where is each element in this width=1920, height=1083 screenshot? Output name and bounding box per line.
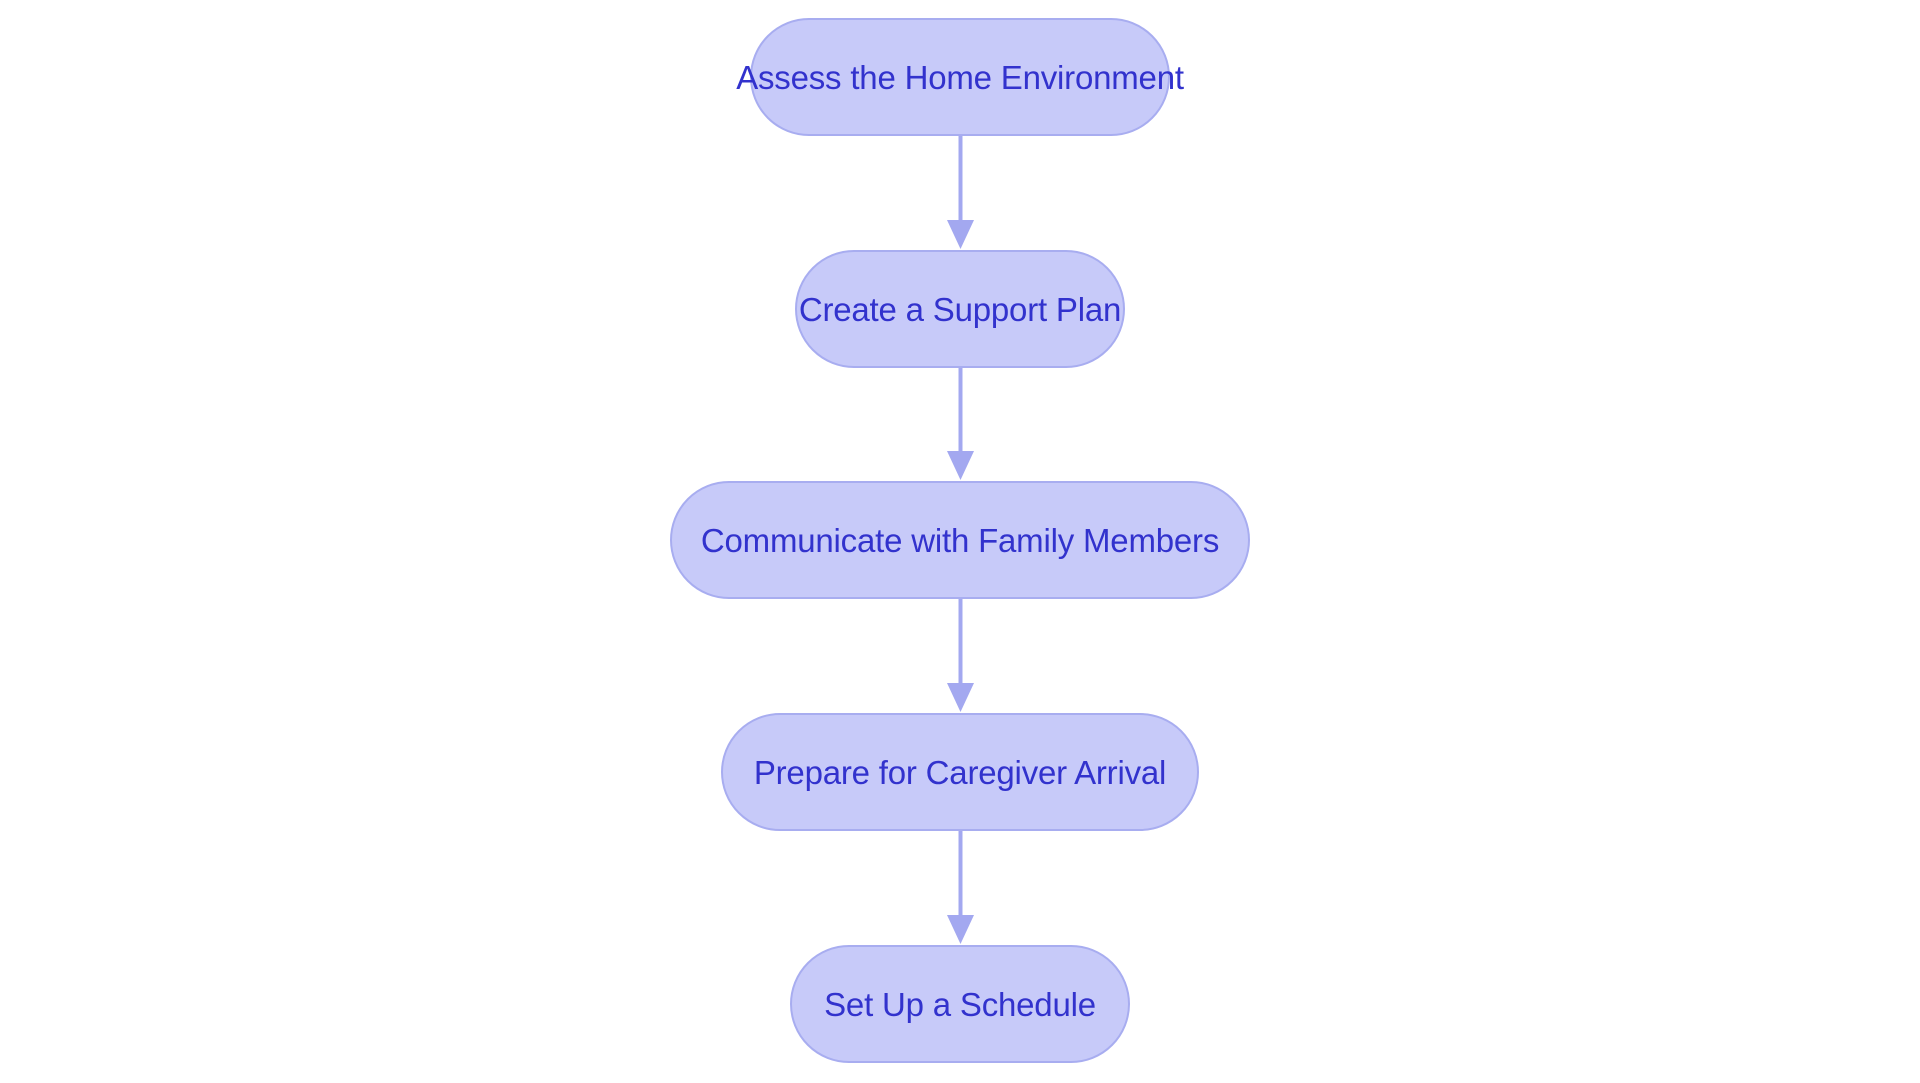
flow-node-label: Prepare for Caregiver Arrival: [753, 753, 1167, 791]
flow-node-row-3: Communicate with Family Members: [0, 481, 1920, 599]
flow-node-label: Assess the Home Environment: [736, 58, 1184, 96]
flow-node-set-up-a-schedule[interactable]: Set Up a Schedule: [790, 945, 1130, 1063]
flow-node-row-5: Set Up a Schedule: [0, 945, 1920, 1063]
connector-node2-to-node3: [0, 368, 1920, 481]
flow-node-label: Create a Support Plan: [798, 290, 1122, 328]
flow-node-assess-the-home-environment[interactable]: Assess the Home Environment: [736, 18, 1184, 136]
connector-arrow-icon: [947, 599, 974, 712]
flow-node-label: Set Up a Schedule: [824, 985, 1096, 1023]
flow-node-create-a-support-plan[interactable]: Create a Support Plan: [795, 250, 1125, 368]
connector-node4-to-node5: [0, 831, 1920, 945]
flow-node-label: Communicate with Family Members: [700, 521, 1220, 559]
connector-arrow-icon: [947, 368, 974, 480]
flow-node-row-1: Assess the Home Environment: [0, 18, 1920, 136]
connector-node1-to-node2: [0, 136, 1920, 250]
flow-node-communicate-with-family-members[interactable]: Communicate with Family Members: [670, 481, 1250, 599]
connector-node3-to-node4: [0, 599, 1920, 713]
flow-node-row-2: Create a Support Plan: [0, 250, 1920, 368]
connector-arrow-icon: [947, 831, 974, 944]
connector-arrow-icon: [947, 136, 974, 249]
flow-node-prepare-for-caregiver-arrival[interactable]: Prepare for Caregiver Arrival: [721, 713, 1199, 831]
flow-node-row-4: Prepare for Caregiver Arrival: [0, 713, 1920, 831]
